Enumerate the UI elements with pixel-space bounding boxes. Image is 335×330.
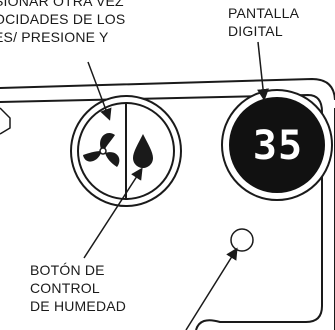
panel-inner-edge bbox=[0, 93, 323, 330]
fan-humidity-button-group bbox=[70, 95, 182, 207]
callout-line-2: CONTROL bbox=[30, 280, 100, 296]
humidity-leader-line bbox=[83, 167, 143, 259]
small-button-leader-line bbox=[185, 247, 238, 330]
fan-button-callout-label: SIONAR OTRA VEZ OCIDADES DE LOS ES/ PRES… bbox=[0, 0, 125, 46]
display-leader-line bbox=[257, 41, 270, 101]
small-round-button[interactable] bbox=[230, 228, 254, 252]
callout-line-1: SIONAR OTRA VEZ bbox=[0, 0, 124, 9]
callout-line-1: PANTALLA bbox=[228, 5, 300, 21]
water-drop-icon[interactable] bbox=[133, 134, 153, 168]
callout-line-3: ES/ PRESIONE Y bbox=[0, 29, 109, 45]
digital-display-callout-label: PANTALLA DIGITAL bbox=[228, 4, 299, 40]
fan-icon[interactable] bbox=[83, 132, 120, 167]
fan-leader-line bbox=[87, 61, 112, 121]
callout-line-1: BOTÓN DE bbox=[30, 262, 105, 278]
panel-left-edge-tick bbox=[0, 107, 11, 135]
callout-line-2: DIGITAL bbox=[228, 23, 283, 39]
callout-line-2: OCIDADES DE LOS bbox=[0, 11, 126, 27]
humidity-button-callout-label: BOTÓN DE CONTROL DE HUMEDAD bbox=[30, 261, 126, 315]
digital-display bbox=[221, 89, 333, 201]
display-value: 35 bbox=[252, 123, 304, 169]
callout-line-3: DE HUMEDAD bbox=[30, 298, 127, 314]
